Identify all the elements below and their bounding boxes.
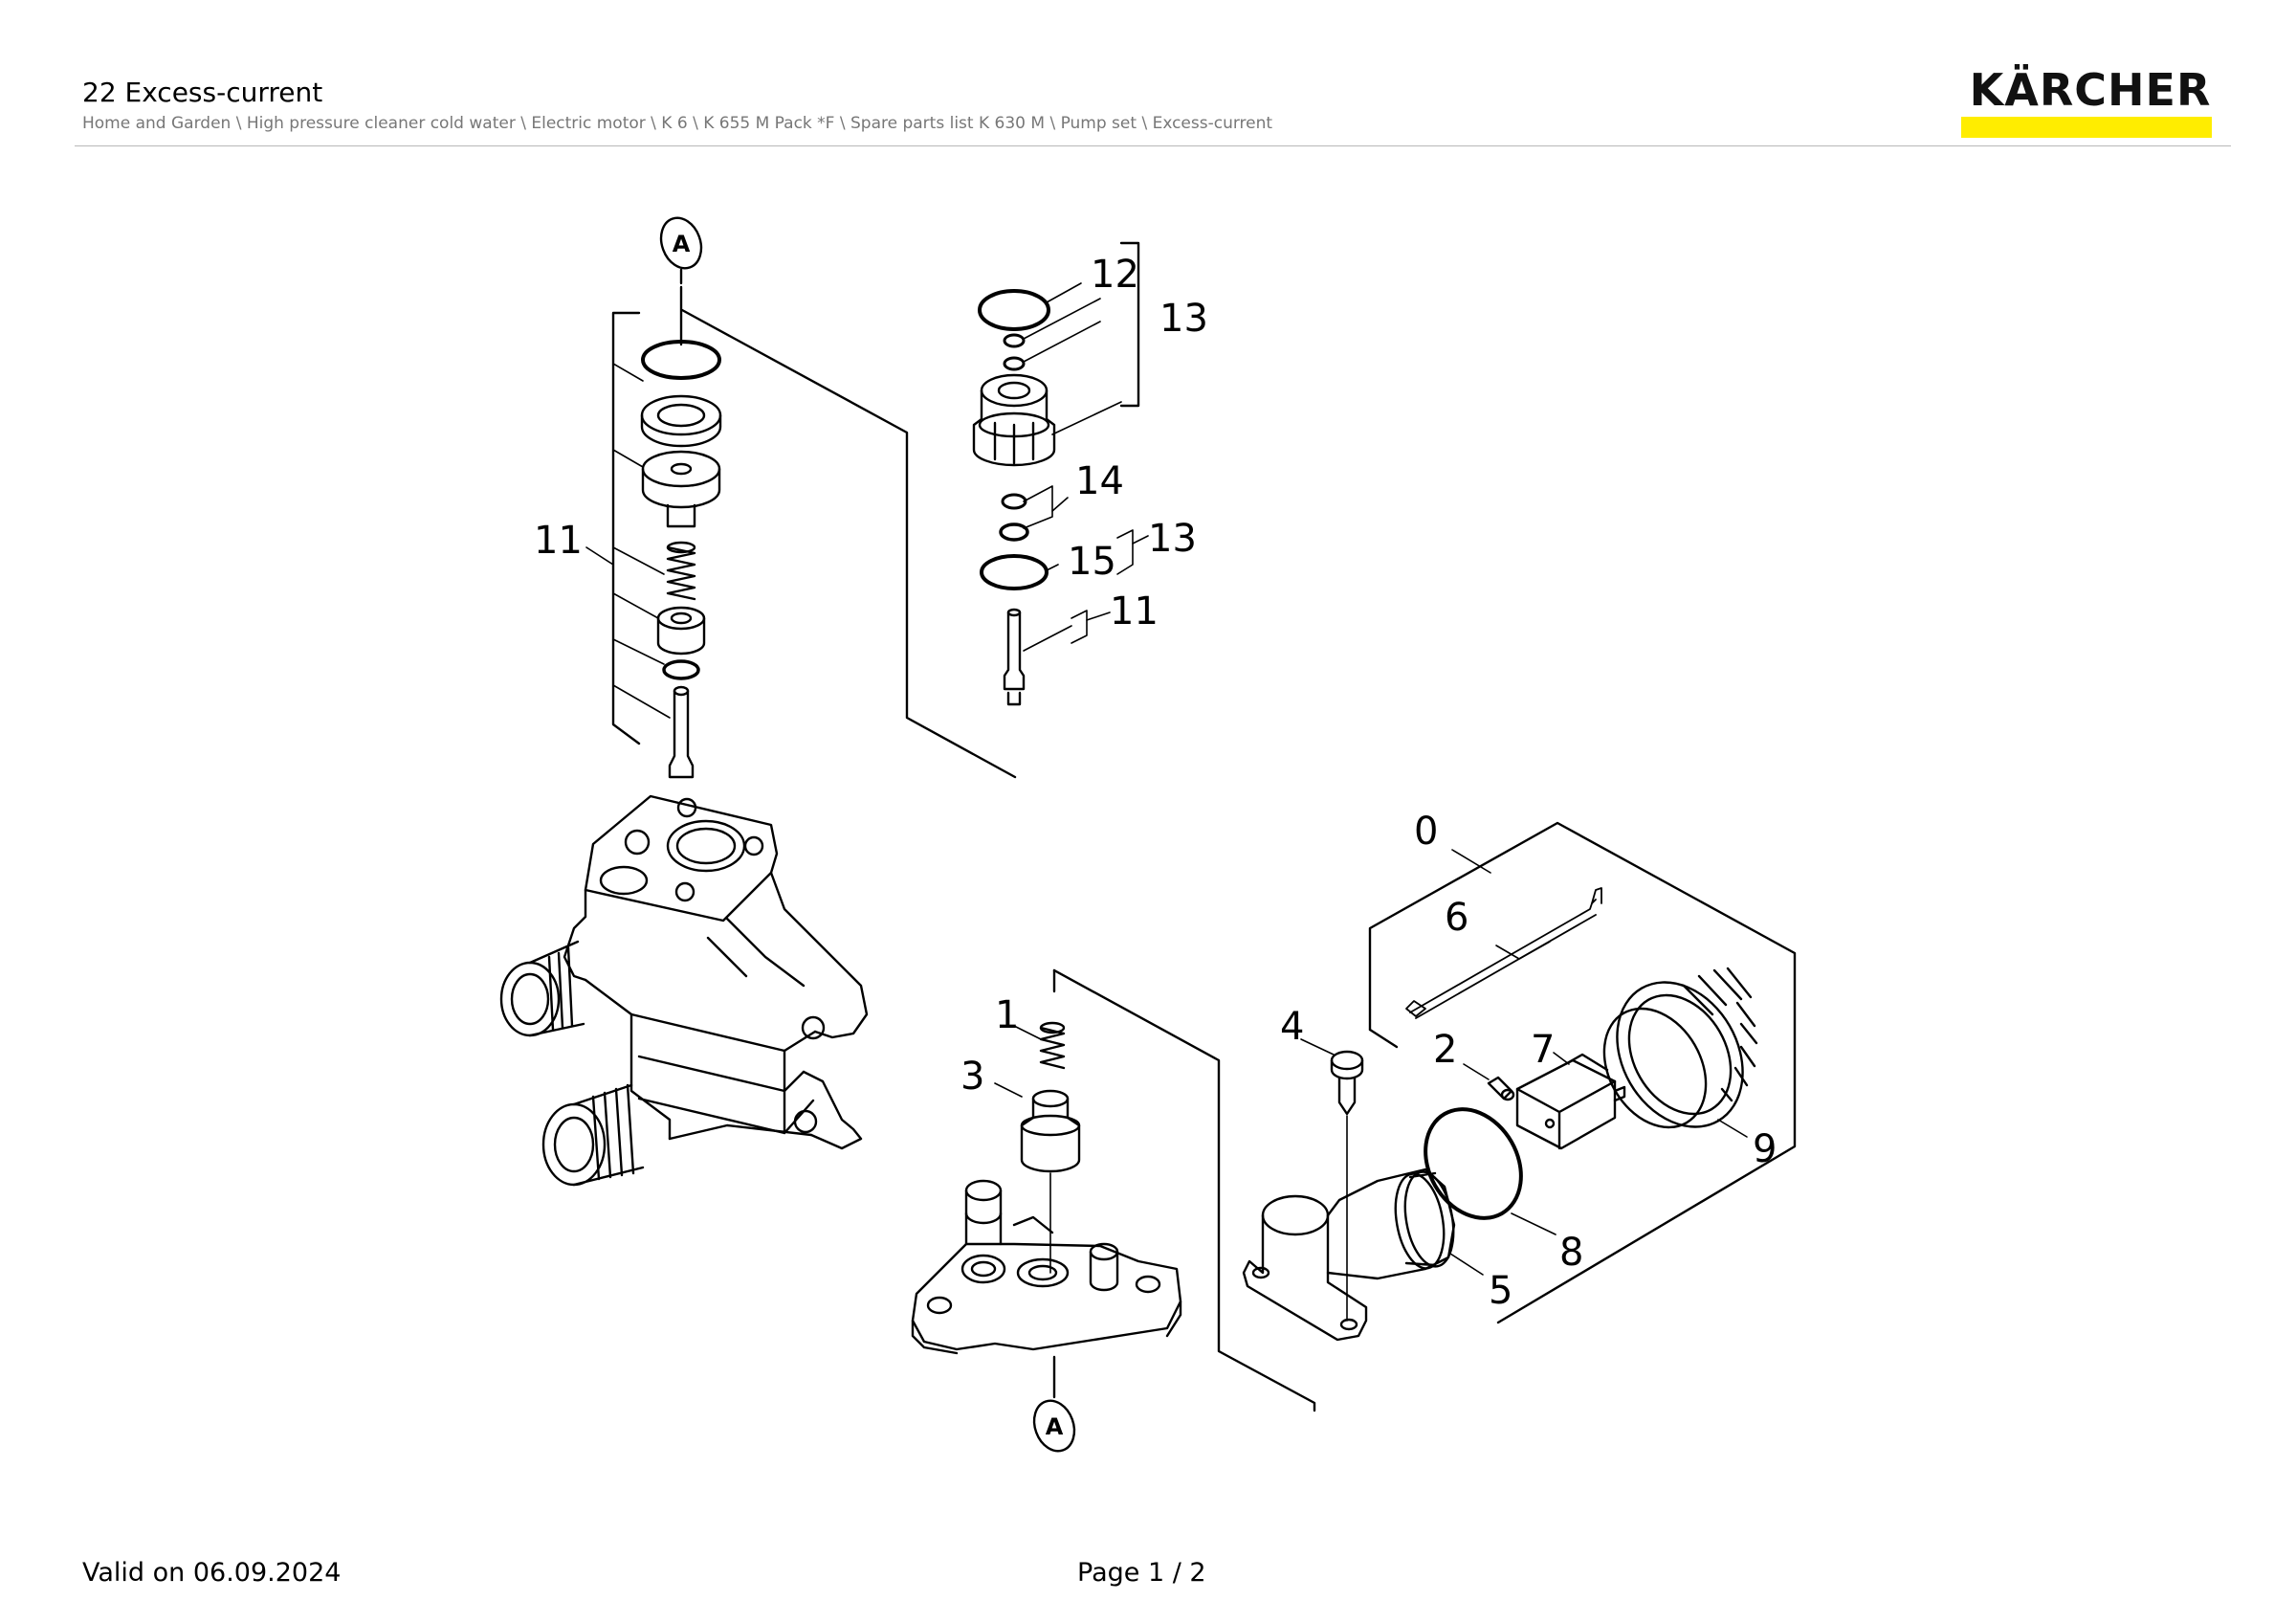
valve-pin-11 — [1003, 608, 1026, 706]
callout-11-left: 11 — [534, 519, 583, 563]
callout-6: 6 — [1445, 896, 1468, 940]
screw-4 — [1330, 1050, 1364, 1116]
o-ring-15 — [980, 554, 1049, 590]
o-ring-12 — [978, 289, 1050, 331]
bracket-13-top — [1119, 241, 1140, 408]
small-ring — [1003, 333, 1026, 348]
bracket-0 — [1368, 821, 1797, 1324]
callout-11-right: 11 — [1110, 589, 1159, 634]
valve-seat — [641, 450, 721, 528]
reference-mark-a-bottom — [1032, 1355, 1076, 1453]
callout-13-top: 13 — [1159, 297, 1208, 341]
callout-15: 15 — [1068, 540, 1116, 584]
reference-letter-bottom: A — [1046, 1413, 1064, 1440]
micro-switch-7 — [1515, 1053, 1626, 1150]
cap-nut-9 — [1602, 967, 1758, 1129]
pointer-lines-right — [994, 849, 1748, 1276]
page-title: 22 Excess-current — [82, 77, 323, 108]
plug-2 — [1487, 1076, 1515, 1101]
callout-7: 7 — [1531, 1028, 1555, 1072]
callout-12: 12 — [1091, 253, 1139, 297]
callout-1: 1 — [995, 993, 1019, 1037]
small-ring-2 — [1003, 356, 1026, 371]
pointer-lines-11 — [585, 363, 671, 719]
o-ring-small — [662, 659, 700, 680]
valve-pin — [668, 685, 695, 779]
callout-9: 9 — [1753, 1127, 1777, 1171]
bracket-lower-middle — [1052, 968, 1316, 1412]
breadcrumb[interactable]: Home and Garden \ High pressure cleaner … — [82, 114, 1273, 133]
callout-2: 2 — [1433, 1028, 1457, 1072]
callout-13-middle: 13 — [1148, 517, 1197, 561]
bracket-11-left — [611, 308, 1017, 779]
spring — [666, 541, 696, 601]
spring-1 — [1039, 1021, 1066, 1070]
callout-0: 0 — [1414, 810, 1438, 854]
pointer-lines-12-15 — [1023, 282, 1149, 652]
cable-6 — [1405, 887, 1602, 1019]
callout-8: 8 — [1559, 1231, 1583, 1275]
seal-ring-14 — [1001, 493, 1027, 510]
base-plate — [911, 1179, 1182, 1355]
callout-3: 3 — [960, 1055, 984, 1099]
callout-5: 5 — [1489, 1269, 1512, 1313]
support-ring — [640, 394, 722, 448]
housing-5 — [1242, 1167, 1456, 1342]
logo-yellow-bar — [1961, 117, 2212, 138]
check-valve-body — [972, 373, 1056, 467]
header-divider — [75, 145, 2231, 146]
o-ring-large — [641, 340, 721, 380]
piston — [656, 606, 706, 656]
callout-4: 4 — [1280, 1005, 1304, 1049]
o-ring-small-15 — [999, 522, 1029, 542]
o-ring-8 — [1424, 1107, 1523, 1220]
reference-letter-top: A — [673, 231, 691, 257]
logo-text: KÄRCHER — [1969, 64, 2212, 116]
valid-date: Valid on 06.09.2024 — [82, 1558, 342, 1588]
outlet-connector — [541, 1083, 645, 1187]
callout-14: 14 — [1075, 459, 1124, 503]
reference-mark-a-top — [659, 216, 703, 285]
pump-head-housing — [563, 794, 869, 1150]
piston-3 — [1020, 1089, 1081, 1173]
inlet-connector — [499, 940, 585, 1037]
brand-logo: KÄRCHER — [1961, 63, 2219, 138]
page-number: Page 1 / 2 — [1077, 1558, 1206, 1588]
